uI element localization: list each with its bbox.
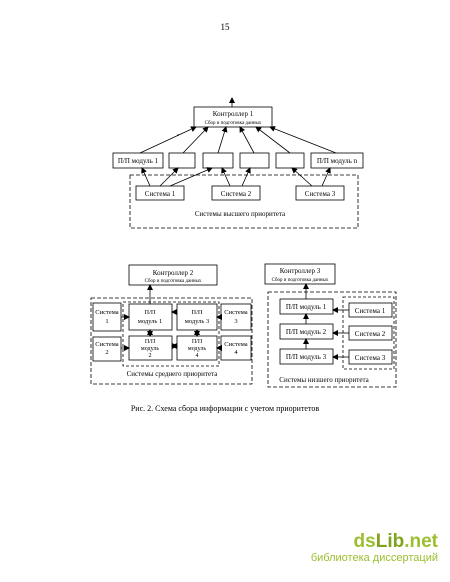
top-diagram xyxy=(112,97,364,229)
mid-left-system-2-label: Система xyxy=(95,341,118,348)
pp-module-1-box xyxy=(112,152,164,169)
high-priority-group-frame xyxy=(129,174,359,229)
mid-module-4-label-a: П/П xyxy=(192,339,203,345)
arrow-module-n-to-controller xyxy=(269,126,337,154)
arrow-letter-a: а xyxy=(177,132,179,137)
mid-module-2-label-b: модуль xyxy=(141,346,159,352)
mid-right-system-3-label: Система xyxy=(224,309,247,316)
arrow-module-5-to-controller xyxy=(255,126,291,154)
arrow-system-1-to-module-1 xyxy=(141,167,151,187)
mid-module-2-label-c: 2 xyxy=(149,353,152,359)
logo-part-net: .net xyxy=(404,531,438,552)
mid-right-system-3-number: 3 xyxy=(234,318,237,325)
logo-part-lib: Lib xyxy=(375,531,405,552)
top-system-3-label: Система 3 xyxy=(305,190,336,198)
arrow-module-1-to-controller xyxy=(139,126,197,154)
mid-left-system-2-number: 2 xyxy=(105,349,108,356)
mid-module-4-label-b: модуль xyxy=(188,346,206,352)
medium-priority-group-label: Системы среднего приоритета xyxy=(127,370,219,378)
pp-module-box-2 xyxy=(168,152,196,169)
mid-module-2-label-a: П/П xyxy=(145,339,156,345)
pp-module-n-box xyxy=(310,152,364,169)
arrow-module-2-to-controller xyxy=(182,126,209,154)
low-system-1-label: Система 1 xyxy=(355,307,386,315)
mid-module-3-box xyxy=(176,303,218,331)
mid-module-2-box xyxy=(128,335,173,361)
top-system-2-label: Система 2 xyxy=(221,190,252,198)
mid-left-system-1-box xyxy=(92,302,122,332)
mid-left-system-1-number: 1 xyxy=(105,318,108,325)
controller-1-title: Контроллер 1 xyxy=(213,110,254,118)
pp-module-1-label: П/П модуль 1 xyxy=(118,157,159,165)
pp-module-box-3 xyxy=(202,152,234,169)
controller-2-subtitle: Сбор и подготовка данных xyxy=(145,279,202,284)
arrow-system-1-to-module-3 xyxy=(169,167,213,187)
mid-module-3-label-b: модуль 3 xyxy=(185,318,210,325)
low-priority-diagram xyxy=(264,263,397,388)
low-module-2-label: П/П модуль 2 xyxy=(286,328,327,336)
low-priority-group-label: Системы низшего приоритета xyxy=(279,376,369,384)
top-system-1-label: Система 1 xyxy=(145,190,176,198)
pp-module-n-label: П/П модуль n xyxy=(317,157,358,165)
controller-3-box xyxy=(264,263,336,285)
mid-right-system-4-number: 4 xyxy=(234,349,238,356)
dslib-subtitle: библиотека диссертаций xyxy=(310,552,438,564)
arrow-system-3-to-module-5 xyxy=(291,167,313,187)
high-priority-group-label: Системы высшего приоритета xyxy=(195,210,286,218)
mid-left-system-1-label: Система xyxy=(95,309,118,316)
low-priority-group-frame xyxy=(267,291,397,388)
mid-left-system-2-box xyxy=(92,336,122,362)
middle-diagram xyxy=(90,264,253,385)
dslib-logo: dsLib.net xyxy=(311,532,438,552)
low-system-2-label: Система 2 xyxy=(355,330,386,338)
page-number: 15 xyxy=(220,22,230,32)
pp-module-box-4 xyxy=(239,152,270,169)
dslib-watermark: dsLib.net библиотека диссертаций xyxy=(311,532,438,565)
mid-right-system-4-box xyxy=(220,335,252,361)
mid-module-4-box xyxy=(176,335,218,361)
arrow-system-2-to-module-3 xyxy=(221,167,231,187)
arrow-system-3-to-module-n xyxy=(321,167,331,187)
arrow-module-4-to-controller xyxy=(239,126,255,154)
mid-right-system-3-box xyxy=(220,303,252,331)
controller-1-box xyxy=(193,106,273,128)
top-system-2-box xyxy=(211,185,261,201)
mid-module-1-label-b: модуль 1 xyxy=(138,318,163,325)
top-system-3-box xyxy=(295,185,345,201)
arrow-system-2-to-module-4 xyxy=(241,167,251,187)
mid-right-system-4-label: Система xyxy=(224,341,247,348)
logo-part-ds: ds xyxy=(353,531,376,552)
medium-priority-group-frame xyxy=(90,297,253,385)
arrow-system-1-to-module-2 xyxy=(159,167,179,187)
modules-group-frame xyxy=(122,301,220,367)
controller-3-subtitle: Сбор и подготовка данных xyxy=(272,278,329,283)
low-module-3-label: П/П модуль 3 xyxy=(286,353,327,361)
mid-module-1-box xyxy=(128,303,173,331)
low-system-3-label: Система 3 xyxy=(355,354,386,362)
mid-module-3-label-a: П/П xyxy=(191,309,203,316)
low-module-1-label: П/П модуль 1 xyxy=(286,303,327,311)
controller-2-title: Контроллер 2 xyxy=(153,269,194,277)
pp-module-box-5 xyxy=(275,152,305,169)
mid-module-4-label-c: 4 xyxy=(196,353,199,359)
controller-1-subtitle: Сбор и подготовка данных xyxy=(205,121,262,126)
mid-module-1-label-a: П/П xyxy=(144,309,156,316)
figure-caption: Рис. 2. Схема сбора информации с учетом … xyxy=(130,404,320,413)
arrow-module-3-to-controller xyxy=(217,126,228,154)
controller-2-box xyxy=(128,264,218,286)
controller-3-title: Контроллер 3 xyxy=(280,267,321,275)
